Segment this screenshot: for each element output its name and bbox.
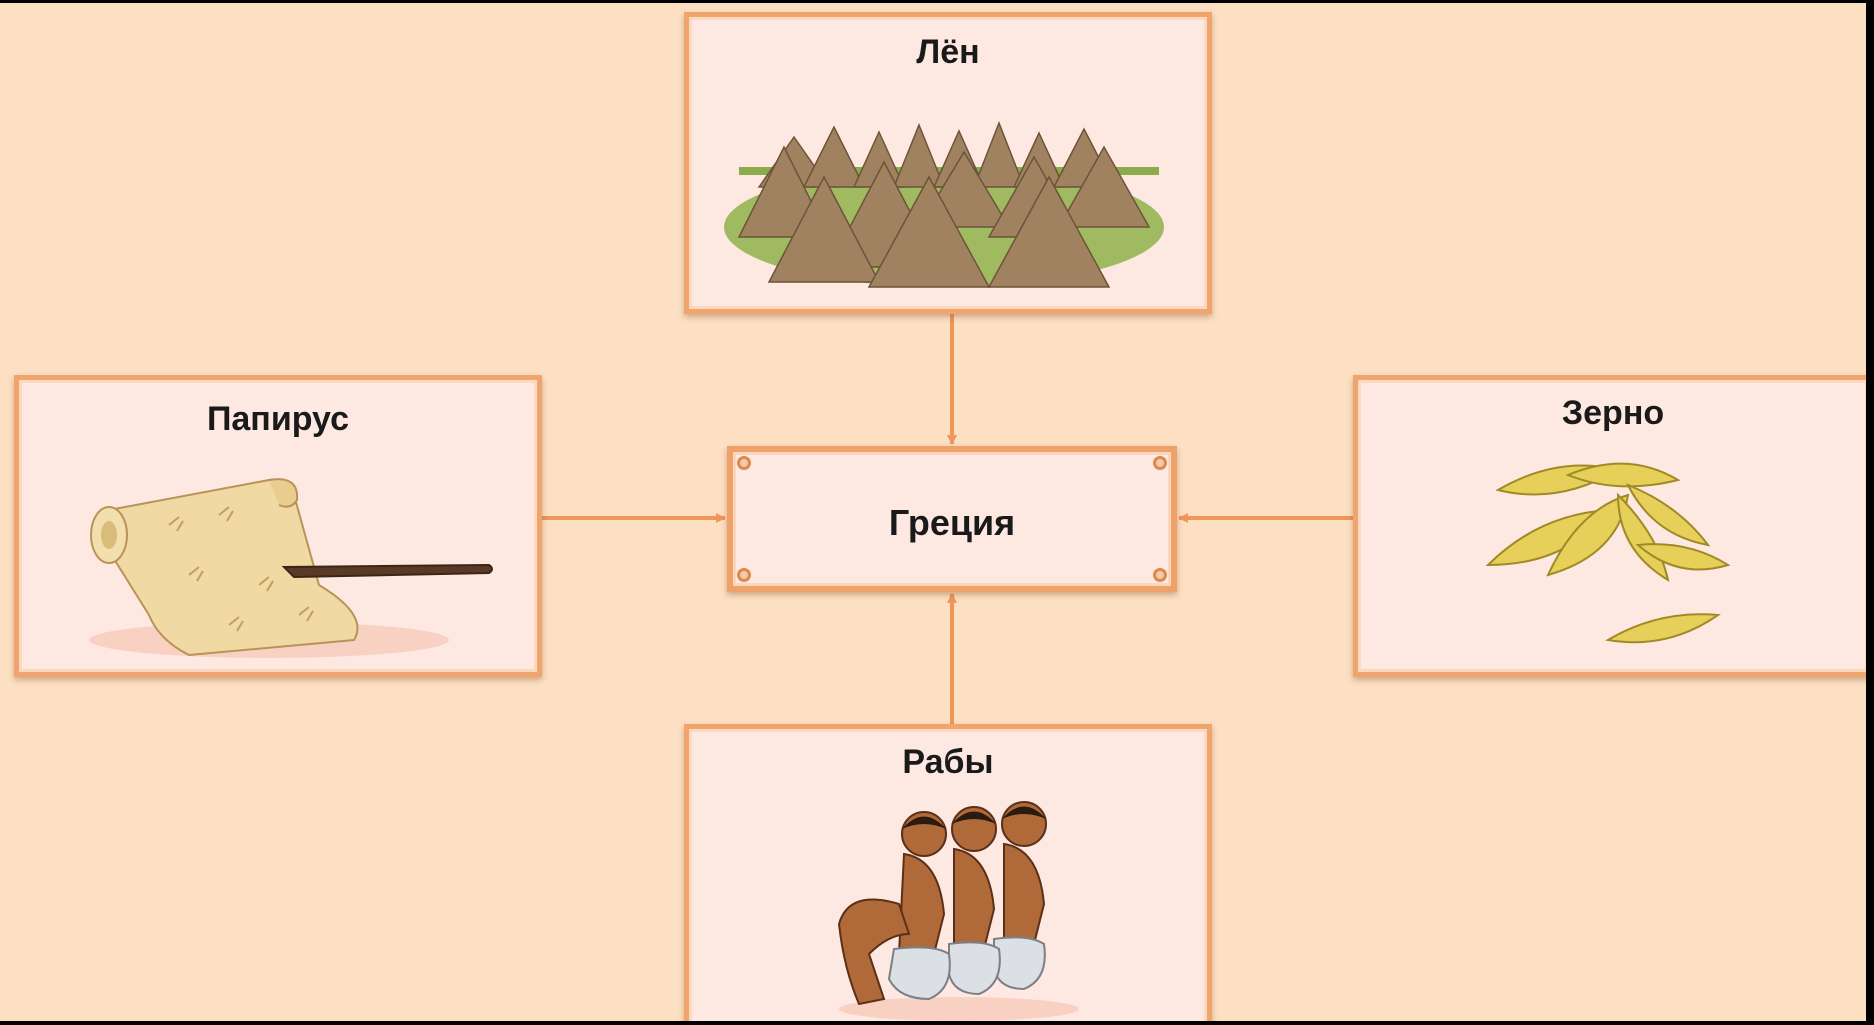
slaves-icon	[837, 801, 1079, 1021]
node-center-label: Греция	[888, 502, 1016, 543]
rivet-icon	[1153, 568, 1167, 582]
grain-icon	[1485, 462, 1731, 644]
node-grain: Зерно	[1353, 375, 1873, 677]
node-center-greece: Греция	[727, 446, 1177, 592]
node-flax: Лён	[684, 12, 1212, 314]
top-border	[0, 0, 1874, 3]
node-papyrus-label: Папирус	[206, 400, 350, 438]
node-slaves: Рабы	[684, 724, 1212, 1025]
right-border	[1866, 0, 1874, 1025]
bottom-border	[0, 1021, 1874, 1025]
node-flax-label: Лён	[916, 33, 980, 71]
rivet-icon	[737, 568, 751, 582]
rivet-icon	[1153, 456, 1167, 470]
rivet-icon	[737, 456, 751, 470]
node-papyrus: Папирус	[14, 375, 542, 677]
flax-stacks-icon	[724, 120, 1164, 288]
papyrus-scroll-icon	[89, 478, 493, 658]
node-grain-label: Зерно	[1561, 394, 1665, 432]
node-slaves-label: Рабы	[902, 743, 994, 781]
